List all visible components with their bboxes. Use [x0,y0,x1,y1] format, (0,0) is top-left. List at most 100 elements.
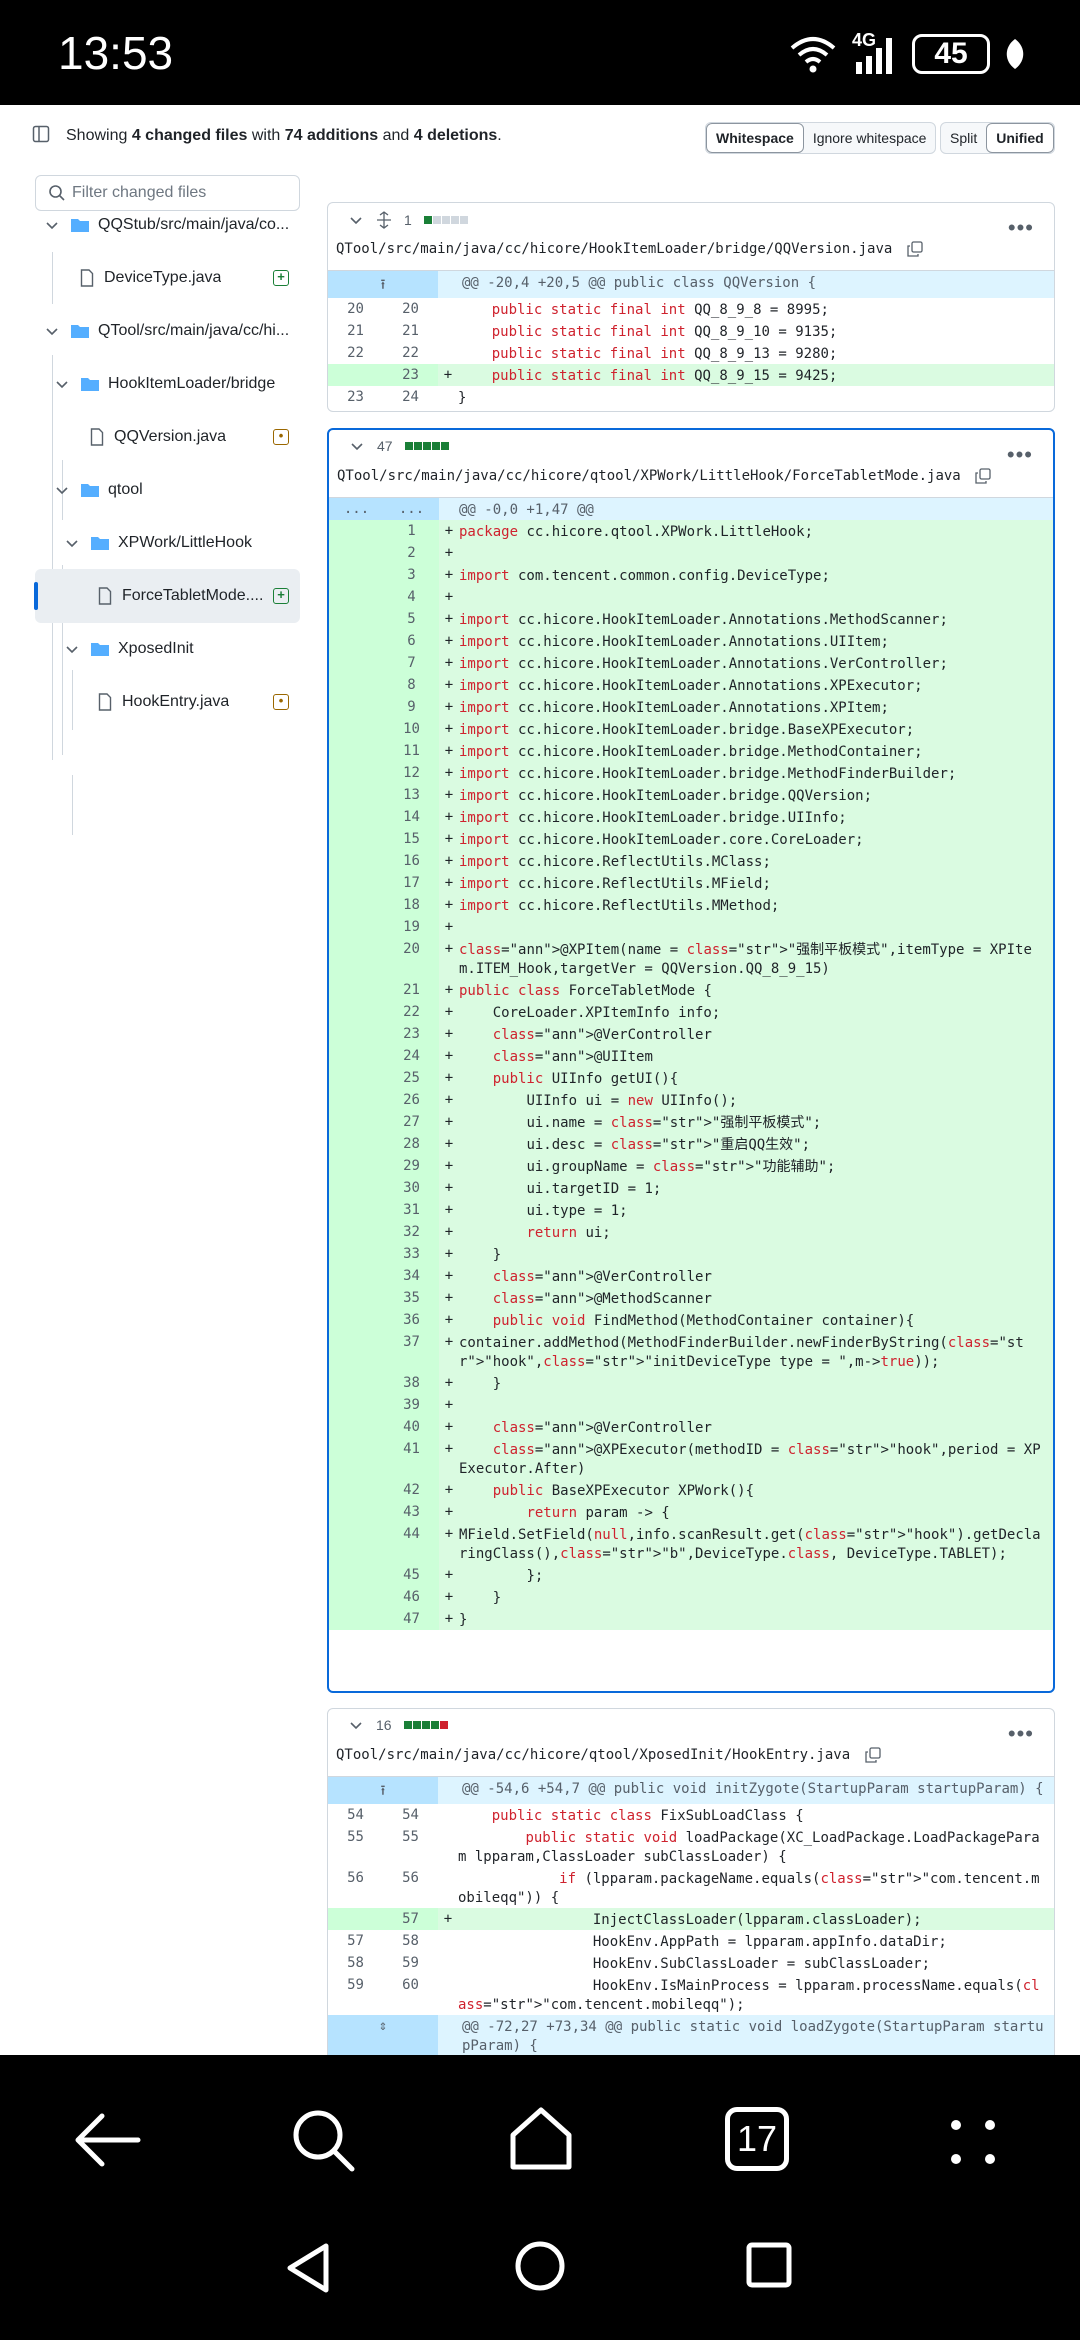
new-line-number[interactable]: 13 [384,784,439,806]
new-line-number[interactable]: 56 [402,1870,419,1886]
old-line-number[interactable] [329,674,384,696]
old-line-number[interactable] [329,762,384,784]
old-line-number[interactable] [329,1586,384,1608]
old-line-number[interactable]: 59 [347,1977,364,1993]
filter-input[interactable]: Filter changed files [35,175,300,211]
new-line-number[interactable]: 35 [384,1287,439,1309]
new-line-number[interactable]: 38 [384,1372,439,1394]
tree-folder-bridge[interactable]: HookItemLoader/bridge [54,361,300,407]
new-line-number[interactable]: 44 [384,1523,439,1564]
old-line-number[interactable] [329,916,384,938]
old-line-number[interactable] [329,542,384,564]
old-line-number[interactable]: 57 [347,1933,364,1949]
new-line-number[interactable]: 24 [402,389,419,405]
whitespace-button[interactable]: Whitespace [706,123,804,153]
old-line-number[interactable] [329,1199,384,1221]
old-line-number[interactable] [329,1089,384,1111]
new-line-number[interactable]: 46 [384,1586,439,1608]
new-line-number[interactable]: 9 [384,696,439,718]
system-back-icon[interactable] [284,2242,332,2294]
old-line-number[interactable] [329,1479,384,1501]
new-line-number[interactable]: 31 [384,1199,439,1221]
new-line-number[interactable]: 21 [402,323,419,339]
copy-icon[interactable] [864,1747,881,1763]
new-line-number[interactable]: 34 [384,1265,439,1287]
expand-icon[interactable] [376,211,392,229]
sidebar-toggle-icon[interactable] [32,125,50,143]
new-line-number[interactable]: 12 [384,762,439,784]
old-line-number[interactable]: 21 [347,323,364,339]
new-line-number[interactable]: 43 [384,1501,439,1523]
hunk-header[interactable]: ⇕ @@ -72,27 +73,34 @@ public static void… [328,2015,1054,2055]
old-line-number[interactable] [329,1287,384,1309]
new-line-number[interactable]: 6 [384,630,439,652]
old-line-number[interactable] [329,608,384,630]
tree-folder-littlehook[interactable]: XPWork/LittleHook [64,520,300,566]
new-line-number[interactable]: 22 [384,1001,439,1023]
more-options-icon[interactable]: ••• [1007,215,1034,240]
old-line-number[interactable] [329,979,384,1001]
old-line-number[interactable] [329,718,384,740]
old-line-number[interactable] [329,894,384,916]
old-line-number[interactable] [328,1908,383,1930]
old-line-number[interactable] [329,1023,384,1045]
more-options-icon[interactable]: ••• [1007,1721,1034,1746]
new-line-number[interactable]: 58 [402,1933,419,1949]
old-line-number[interactable] [328,364,383,386]
new-line-number[interactable]: 19 [384,916,439,938]
new-line-number[interactable]: 3 [384,564,439,586]
new-line-number[interactable]: 2 [384,542,439,564]
new-line-number[interactable]: 54 [402,1807,419,1823]
old-line-number[interactable] [329,652,384,674]
new-line-number[interactable]: 26 [384,1089,439,1111]
system-home-icon[interactable] [514,2240,566,2292]
ignore-whitespace-button[interactable]: Ignore whitespace [812,130,927,146]
system-recents-icon[interactable] [746,2242,792,2288]
new-line-number[interactable]: 37 [384,1331,439,1372]
tree-file-hookentry[interactable]: HookEntry.java [98,679,300,725]
old-line-number[interactable] [329,1501,384,1523]
expand-up-icon[interactable]: ⭱ [328,271,438,298]
expand-icon[interactable]: ⇕ [328,2015,438,2055]
tree-folder-qtool[interactable]: QTool/src/main/java/cc/hi... [44,308,300,354]
new-line-number[interactable]: 41 [384,1438,439,1479]
old-line-number[interactable] [329,1045,384,1067]
split-button[interactable]: Split [950,130,978,146]
more-options-icon[interactable]: ••• [1006,442,1033,467]
old-line-number[interactable] [329,1177,384,1199]
new-line-number[interactable]: 7 [384,652,439,674]
old-line-number[interactable] [329,586,384,608]
new-line-number[interactable]: 27 [384,1111,439,1133]
new-line-number[interactable]: 17 [384,872,439,894]
new-line-number[interactable]: 45 [384,1564,439,1586]
old-line-number[interactable] [329,1265,384,1287]
new-line-number[interactable]: 60 [402,1977,419,1993]
new-line-number[interactable]: 10 [384,718,439,740]
old-line-number[interactable] [329,1221,384,1243]
tree-folder-xposedinit[interactable]: XposedInit [64,626,300,672]
new-line-number[interactable]: 15 [384,828,439,850]
new-line-number[interactable]: 16 [384,850,439,872]
new-line-number[interactable]: 25 [384,1067,439,1089]
new-line-number[interactable]: 39 [384,1394,439,1416]
old-line-number[interactable]: 22 [347,345,364,361]
search-icon[interactable] [290,2107,356,2173]
tree-file-forcetabletmode[interactable]: ForceTabletMode.... [98,573,300,619]
old-line-number[interactable] [329,1001,384,1023]
tree-folder-qqstub[interactable]: QQStub/src/main/java/co... [44,202,300,248]
new-line-number[interactable]: 24 [384,1045,439,1067]
new-line-number[interactable]: 23 [383,364,438,386]
old-line-number[interactable] [329,828,384,850]
old-line-number[interactable] [329,1438,384,1479]
old-line-number[interactable] [329,1416,384,1438]
old-line-number[interactable] [329,806,384,828]
old-line-number[interactable]: 20 [347,301,364,317]
new-line-number[interactable]: 14 [384,806,439,828]
chevron-down-icon[interactable] [348,1717,364,1733]
new-line-number[interactable]: 1 [384,520,439,542]
new-line-number[interactable]: 42 [384,1479,439,1501]
old-line-number[interactable] [329,696,384,718]
old-line-number[interactable]: 54 [347,1807,364,1823]
new-line-number[interactable]: 23 [384,1023,439,1045]
new-line-number[interactable]: 5 [384,608,439,630]
